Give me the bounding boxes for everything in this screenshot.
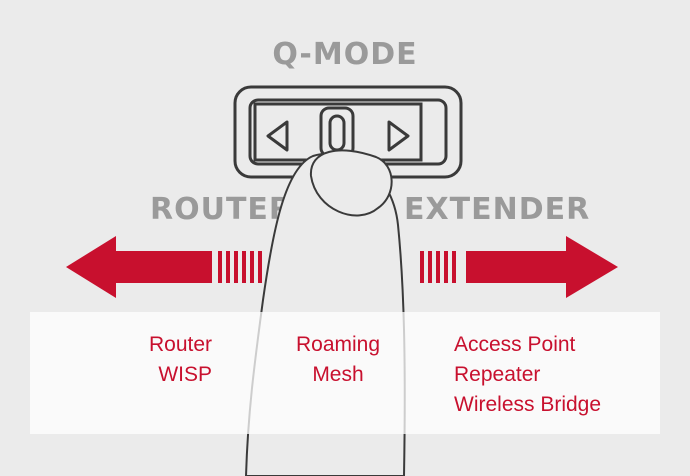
mode-router: Router bbox=[148, 333, 212, 356]
roaming-modes: Roaming Mesh bbox=[278, 330, 398, 390]
mode-roaming: Roaming bbox=[295, 333, 381, 356]
extender-direction-label: EXTENDER bbox=[404, 192, 591, 227]
mode-mesh: Mesh bbox=[312, 363, 364, 386]
triangle-left-icon bbox=[266, 120, 289, 152]
router-direction-label: ROUTER bbox=[150, 192, 294, 227]
router-modes: Router WISP bbox=[142, 330, 212, 390]
modes-panel bbox=[30, 312, 660, 434]
q-mode-label: Q-MODE bbox=[272, 37, 418, 72]
mode-repeater: Repeater bbox=[454, 363, 541, 386]
right-arrow-icon bbox=[420, 236, 618, 298]
triangle-right-icon bbox=[387, 120, 410, 152]
mode-wireless-bridge: Wireless Bridge bbox=[454, 393, 602, 416]
extender-modes: Access Point Repeater Wireless Bridge bbox=[454, 330, 654, 420]
mode-access-point: Access Point bbox=[454, 333, 576, 356]
left-arrow-icon bbox=[66, 236, 262, 298]
mode-wisp: WISP bbox=[158, 363, 212, 386]
